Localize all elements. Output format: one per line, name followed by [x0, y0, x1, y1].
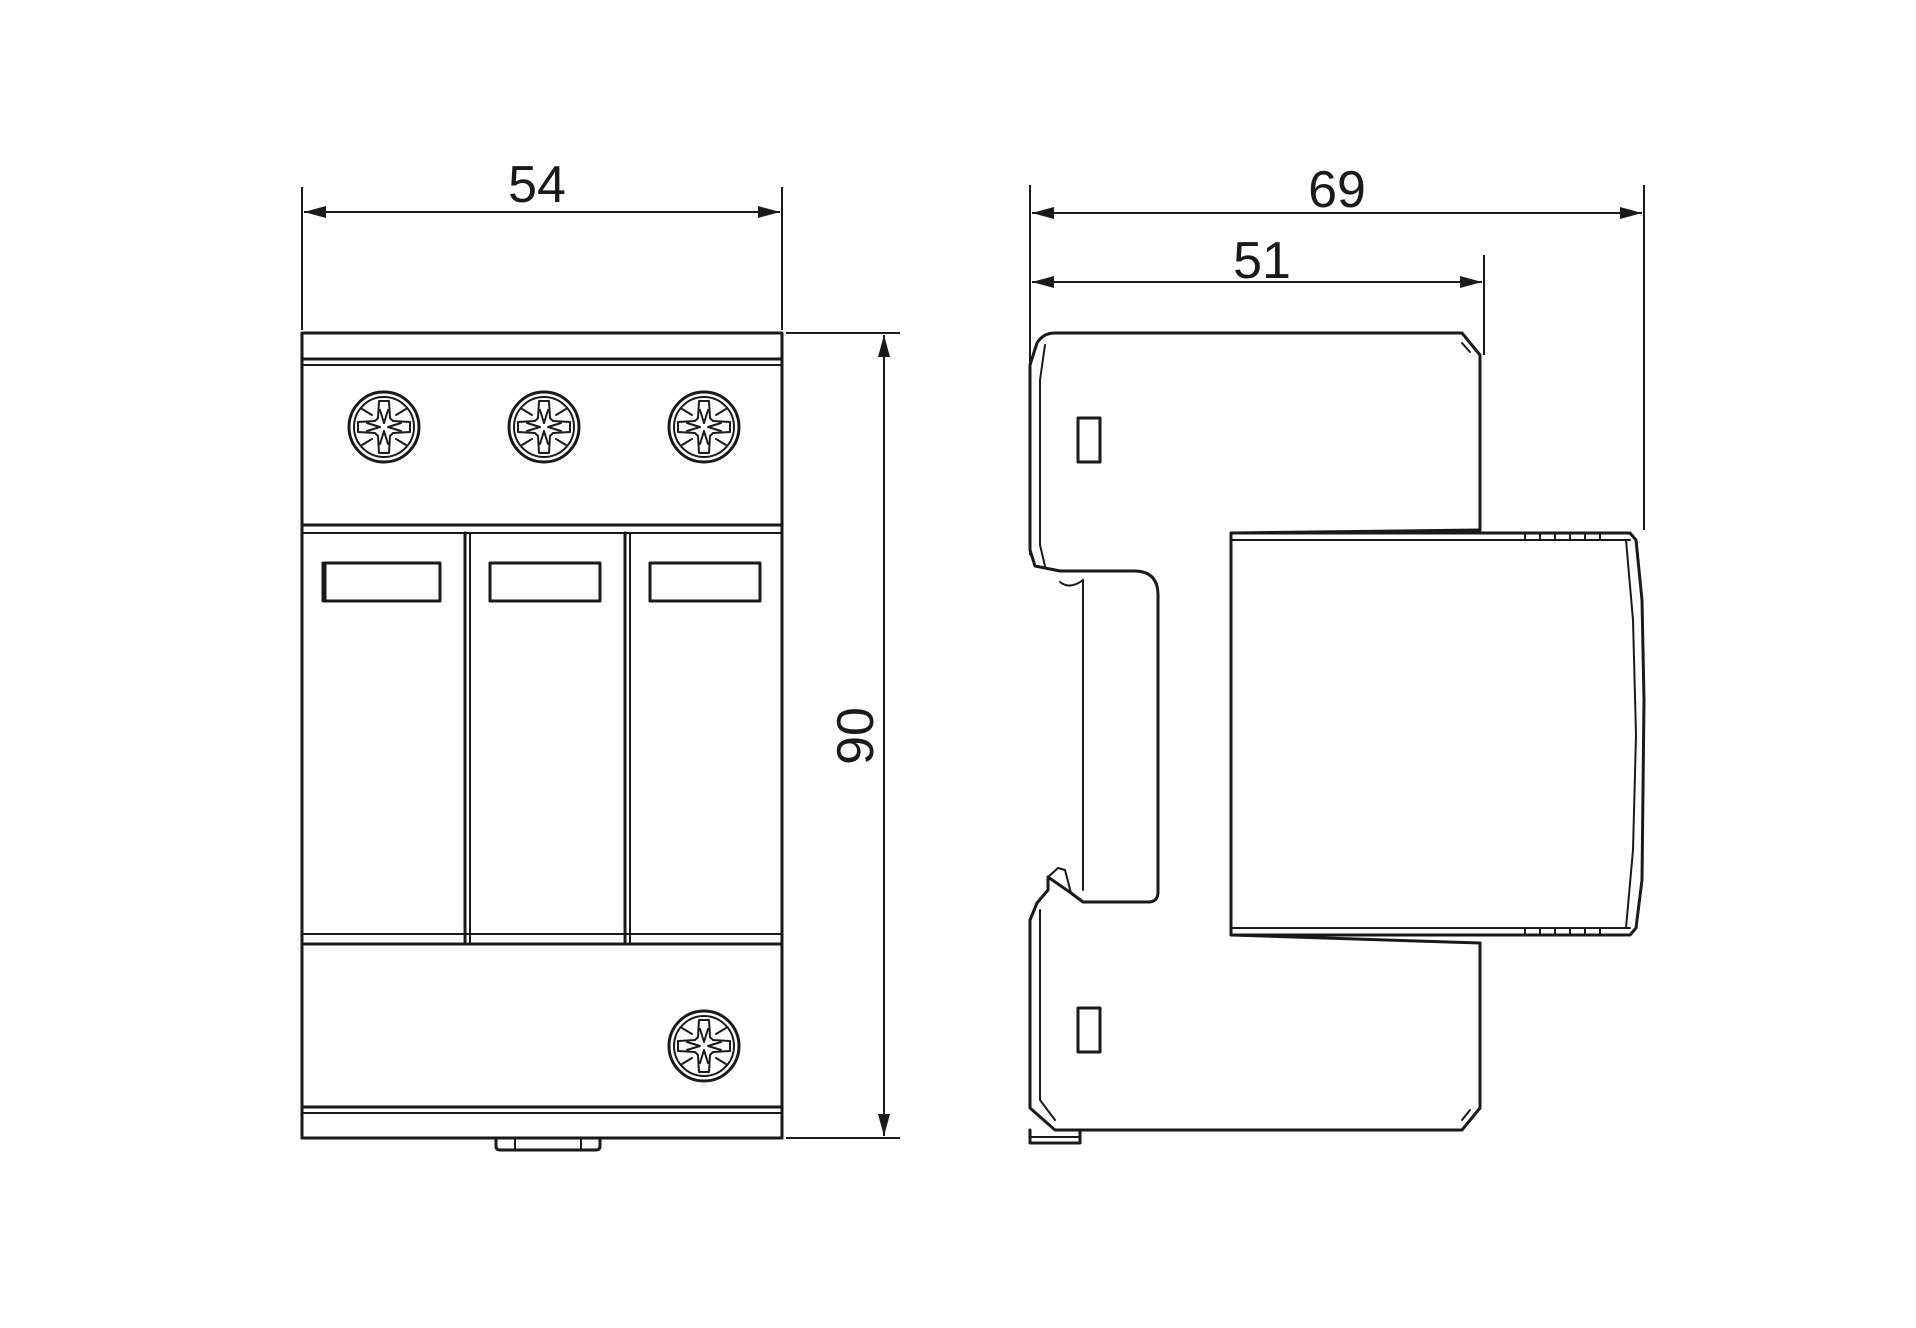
dimension-front-width: 54	[301, 156, 783, 330]
side-module-outline	[1229, 531, 1646, 937]
side-slot-upper	[1076, 416, 1102, 464]
din-clip-front	[494, 1136, 602, 1152]
side-body-outline	[1028, 331, 1482, 1132]
dim-label-54: 54	[508, 156, 566, 214]
dim-label-51: 51	[1233, 232, 1291, 290]
front-body-outline	[300, 331, 784, 1140]
dim-label-90: 90	[827, 707, 885, 765]
dimension-front-height: 90	[786, 332, 900, 1139]
front-view	[300, 331, 784, 1152]
terminal-screw-icon	[507, 390, 581, 464]
terminal-screw-icon	[667, 1009, 741, 1083]
status-window-1	[323, 561, 442, 603]
terminal-screw-icon	[347, 390, 421, 464]
dim-label-69: 69	[1308, 161, 1366, 219]
status-window-3	[648, 561, 762, 603]
terminal-screw-icon	[667, 390, 741, 464]
dimension-side-depth-total: 69	[1029, 161, 1645, 555]
side-view	[1028, 331, 1646, 1145]
dimension-side-depth-body: 51	[1032, 232, 1485, 355]
status-window-2	[488, 561, 602, 603]
side-slot-lower	[1076, 1006, 1102, 1054]
